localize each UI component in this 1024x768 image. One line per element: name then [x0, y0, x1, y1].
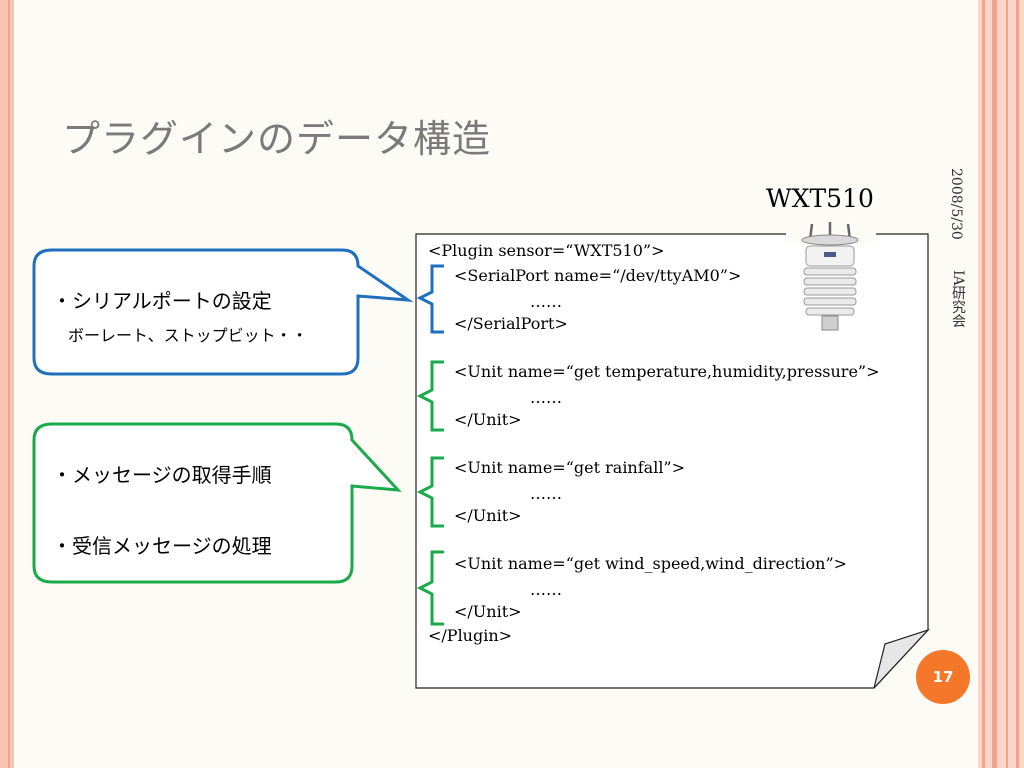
document-page-fold — [873, 628, 931, 689]
code-line-unit-open: <Unit name=“get rainfall”> — [454, 458, 686, 477]
serial-callout-bubble — [32, 248, 414, 376]
code-line-ellipsis: …… — [530, 484, 562, 503]
code-line-plugin-open: <Plugin sensor=“WXT510”> — [428, 241, 665, 260]
device-label: WXT510 — [766, 184, 874, 213]
page-number-badge: 17 — [916, 650, 970, 704]
unit-callout-item-2: ・受信メッセージの処理 — [52, 534, 272, 558]
unit-callout-bubble — [32, 422, 402, 584]
left-border-decoration — [0, 0, 14, 768]
code-line-ellipsis: …… — [530, 292, 562, 311]
unit-bracket-3 — [416, 550, 444, 626]
slide-organization: IA研究会 — [950, 270, 966, 328]
code-line-unit-close: </Unit> — [454, 602, 522, 621]
serial-callout-subitem: ボーレート、ストップビット・・ — [68, 326, 308, 345]
code-line-unit-close: </Unit> — [454, 506, 522, 525]
slide-date: 2008/5/30 — [948, 168, 964, 240]
code-line-ellipsis: …… — [530, 388, 562, 407]
serial-callout-item: ・シリアルポートの設定 — [52, 289, 272, 313]
serial-bracket — [416, 264, 444, 334]
code-line-serial-close: </SerialPort> — [454, 314, 568, 333]
code-line-unit-open: <Unit name=“get wind_speed,wind_directio… — [454, 554, 848, 573]
weather-sensor-icon — [786, 222, 876, 331]
code-line-unit-open: <Unit name=“get temperature,humidity,pre… — [454, 362, 880, 381]
slide-title: プラグインのデータ構造 — [62, 117, 492, 161]
code-line-serial-open: <SerialPort name=“/dev/ttyAM0”> — [454, 266, 742, 285]
unit-callout-item-1: ・メッセージの取得手順 — [52, 463, 272, 487]
unit-bracket-2 — [416, 456, 444, 528]
unit-bracket-1 — [416, 360, 444, 432]
code-line-ellipsis: …… — [530, 580, 562, 599]
right-border-decoration — [978, 0, 1024, 768]
code-line-unit-close: </Unit> — [454, 410, 522, 429]
code-line-plugin-close: </Plugin> — [428, 626, 513, 645]
